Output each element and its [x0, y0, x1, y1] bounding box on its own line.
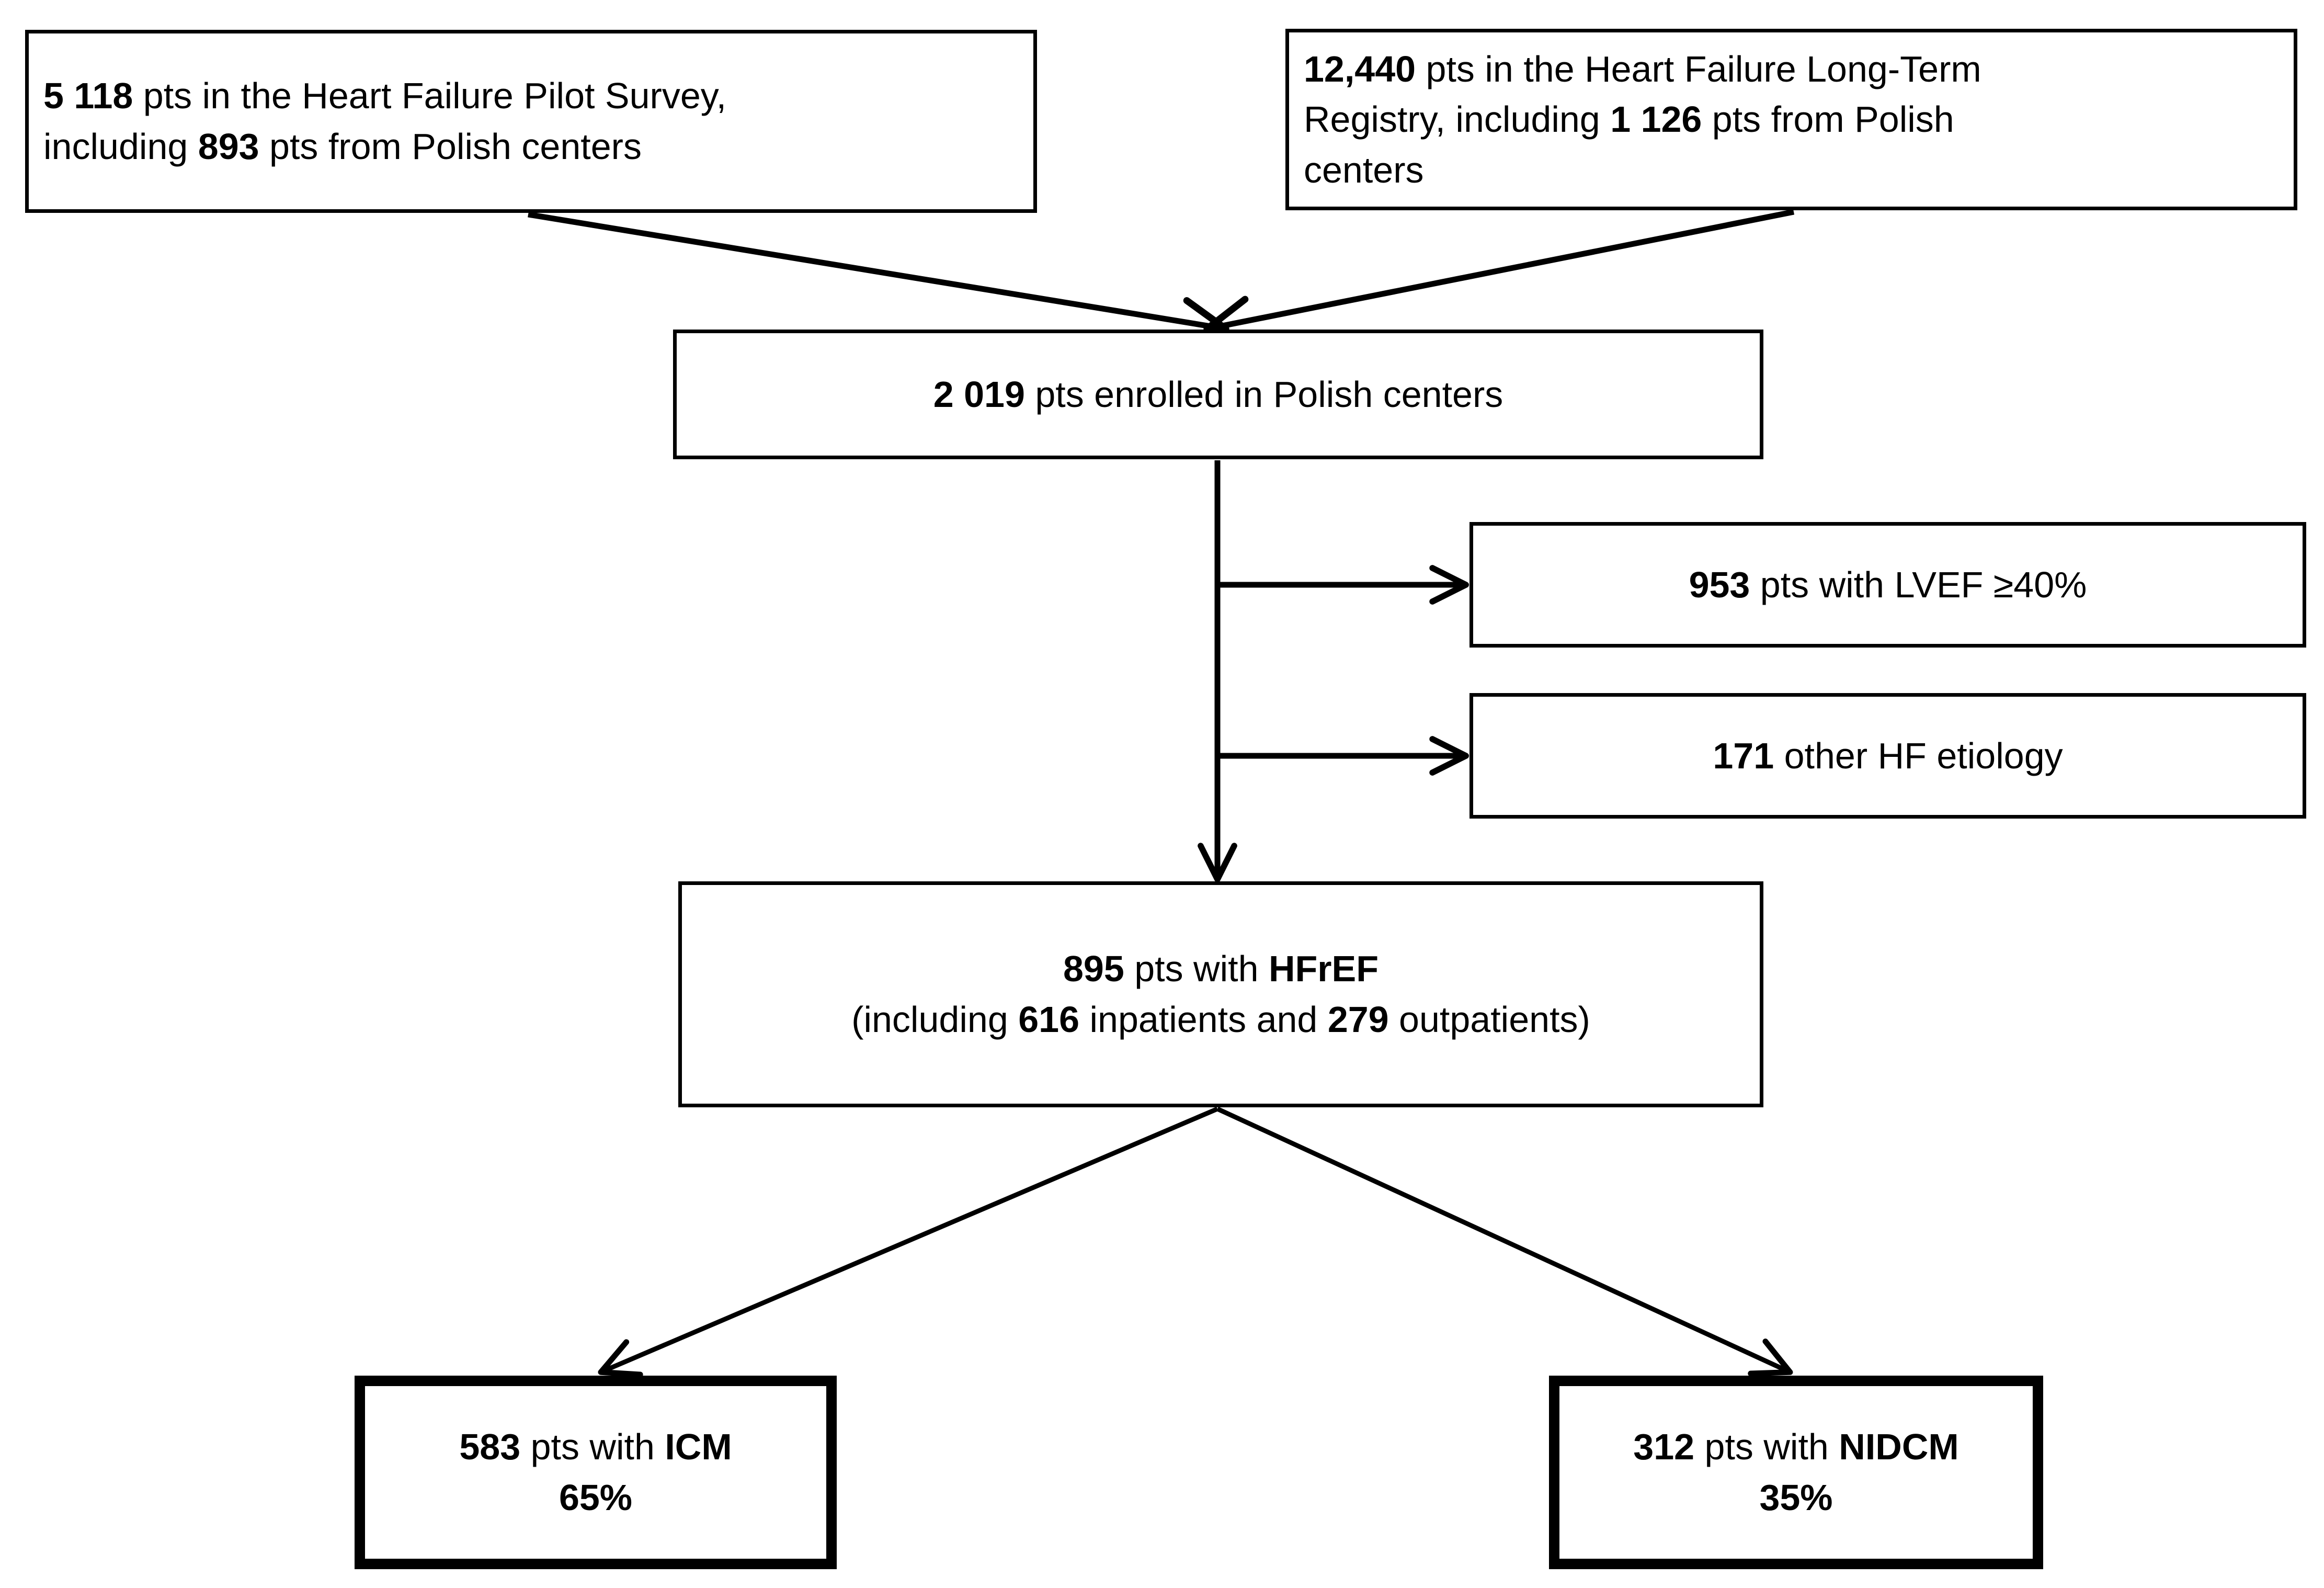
emphasis-value: 171: [1713, 735, 1774, 776]
excluded-other-etiology-box: 171 other HF etiology: [1469, 693, 2306, 819]
emphasis-value: 616: [1018, 999, 1080, 1040]
node-text-line: including 893 pts from Polish centers: [29, 121, 1033, 172]
node-text: pts in the Heart Failure Pilot Survey,: [133, 75, 727, 117]
emphasis-value: 895: [1063, 948, 1124, 990]
node-text: including: [43, 126, 198, 167]
excluded-lvef-box: 953 pts with LVEF ≥40%: [1469, 522, 2306, 648]
node-text-line: 5 118 pts in the Heart Failure Pilot Sur…: [29, 71, 1033, 121]
emphasis-value: NIDCM: [1839, 1426, 1959, 1468]
emphasis-value: 2 019: [933, 373, 1025, 415]
node-text: pts with: [520, 1426, 665, 1468]
node-text: Registry, including: [1304, 99, 1611, 140]
emphasis-value: HFrEF: [1269, 948, 1379, 990]
emphasis-value: 583: [459, 1426, 521, 1468]
node-text-line: 583 pts with ICM: [365, 1422, 826, 1472]
emphasis-value: 279: [1327, 999, 1389, 1040]
node-text-line: 12,440 pts in the Heart Failure Long-Ter…: [1289, 44, 2294, 95]
node-text: pts in the Heart Failure Long-Term: [1416, 48, 1981, 89]
node-text: pts with: [1124, 948, 1269, 990]
emphasis-value: 312: [1633, 1426, 1695, 1468]
node-text-line: Registry, including 1 126 pts from Polis…: [1289, 94, 2294, 145]
node-text: outpatients): [1388, 999, 1590, 1040]
emphasis-value: 1 126: [1610, 99, 1702, 140]
connector-hfref-to-icm: [598, 1106, 1218, 1378]
emphasis-value: 953: [1689, 564, 1750, 605]
node-text: pts with LVEF ≥40%: [1750, 564, 2087, 605]
icm-group-box: 583 pts with ICM 65%: [355, 1376, 837, 1569]
node-text: pts enrolled in Polish centers: [1024, 373, 1503, 415]
emphasis-value: 65%: [559, 1477, 633, 1518]
node-text-line: 953 pts with LVEF ≥40%: [1473, 560, 2303, 610]
node-text-line: 2 019 pts enrolled in Polish centers: [677, 369, 1760, 420]
emphasis-value: 12,440: [1304, 48, 1416, 89]
node-text-line: centers: [1289, 145, 2294, 196]
connector-hfref-to-nidcm: [1216, 1106, 1793, 1377]
source-pilot-survey-box: 5 118 pts in the Heart Failure Pilot Sur…: [25, 30, 1037, 213]
node-text: pts from Polish centers: [259, 126, 642, 167]
node-text: pts from Polish: [1702, 99, 1954, 140]
source-long-term-registry-box: 12,440 pts in the Heart Failure Long-Ter…: [1285, 29, 2297, 210]
node-text-line: 171 other HF etiology: [1473, 731, 2303, 781]
node-text-line: 65%: [365, 1472, 826, 1523]
connector-registry-to-enrolled: [1203, 209, 1795, 345]
node-text: inpatients and: [1079, 999, 1328, 1040]
connector-pilot-to-enrolled: [528, 211, 1229, 347]
node-text-line: 312 pts with NIDCM: [1559, 1422, 2033, 1472]
node-text-line: 35%: [1559, 1472, 2033, 1523]
node-text: other HF etiology: [1774, 735, 2063, 776]
node-text: centers: [1304, 149, 1424, 190]
emphasis-value: 35%: [1759, 1477, 1833, 1518]
node-text: pts with: [1694, 1426, 1839, 1468]
emphasis-value: 893: [198, 126, 259, 167]
emphasis-value: 5 118: [43, 75, 133, 117]
hfref-population-box: 895 pts with HFrEF(including 616 inpatie…: [678, 881, 1763, 1107]
node-text: (including: [851, 999, 1019, 1040]
node-text-line: 895 pts with HFrEF: [682, 944, 1760, 994]
emphasis-value: ICM: [665, 1426, 732, 1468]
node-text-line: (including 616 inpatients and 279 outpat…: [682, 994, 1760, 1045]
enrolled-polish-centers-box: 2 019 pts enrolled in Polish centers: [673, 330, 1763, 459]
